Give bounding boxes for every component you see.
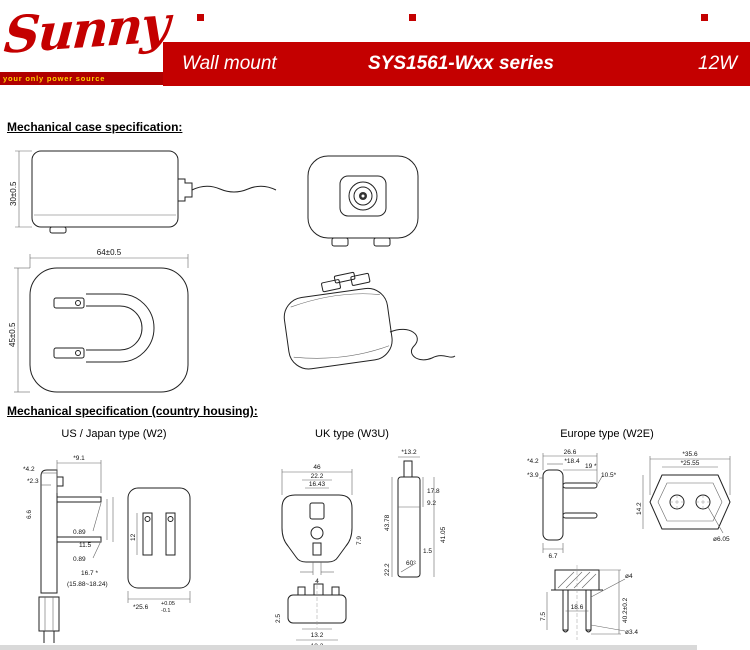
- dim-26-6: 26.6: [564, 449, 577, 456]
- case-bottom-view: 64±0.5 45±0.5: [8, 248, 189, 393]
- dim-height: 30±0.5: [10, 181, 18, 206]
- dim-2-5: 2.5: [275, 614, 282, 623]
- uk-side-view: [397, 460, 421, 578]
- dim-60deg: 60°: [406, 559, 416, 567]
- case-side-view: 30±0.5: [10, 150, 277, 234]
- red-mark: [409, 14, 416, 21]
- dim-6-7: 6.7: [548, 553, 557, 560]
- dim-46: 46: [313, 464, 321, 471]
- red-mark: [701, 14, 708, 21]
- dim-range: (15.88~18.24): [67, 581, 108, 588]
- perspective-body: [283, 271, 456, 370]
- eu-face-view: [649, 474, 731, 530]
- dim-12: 12: [130, 533, 137, 541]
- dim-7-5: 7.5: [540, 612, 547, 621]
- series-title: SYS1561-Wxx series: [368, 53, 554, 74]
- dim-3-9: *3.9: [527, 472, 539, 479]
- dim-22-2-side: 22.2: [384, 563, 391, 576]
- us-japan-drawing: *9.1 *4.2 *2.3 6.6 0.89 11.5 0.89 16.7 *…: [23, 455, 191, 643]
- dim-depth: 45±0.5: [8, 322, 17, 347]
- eu-bottom-view: [551, 565, 603, 640]
- eu-side-view: [542, 469, 598, 541]
- dim-7-9: 7.9: [356, 536, 363, 545]
- side-dim-30: 30±0.5: [10, 150, 32, 228]
- dim-4-2: *4.2: [23, 466, 35, 473]
- bottom-dim-64: 64±0.5: [29, 248, 189, 268]
- us-bottom-view: [38, 596, 60, 643]
- dim-10-5: 10.5*: [601, 472, 617, 479]
- dim-16-7: 16.7 *: [81, 570, 98, 577]
- dim-25-6-tol-plus: +0.05: [161, 601, 175, 607]
- dim-dia-4: ø4: [625, 573, 633, 580]
- eu-bottom-dims: 18.6 40.2±0.2 7.5 ø4 ø3.4: [540, 569, 638, 636]
- dim-width: 64±0.5: [97, 248, 122, 257]
- dim-9-1: *9.1: [73, 455, 85, 462]
- dim-25-6: *25.6: [133, 604, 149, 611]
- logo: Sunny your only power source: [0, 0, 170, 86]
- dim-16-43: 16.43: [309, 481, 326, 488]
- country-spec-title: Mechanical specification (country housin…: [7, 404, 258, 418]
- dim-dia-3-4: ø3.4: [625, 629, 638, 636]
- dim-43-78: 43.78: [384, 514, 391, 531]
- dim-25-6-tol-minus: -0.1: [161, 608, 170, 614]
- dim-13-2: *13.2: [401, 449, 417, 456]
- dim-22-2: 22.2: [311, 473, 324, 480]
- adapter-front-body: [307, 155, 419, 247]
- dim-18-6: 18.6: [571, 604, 584, 611]
- dim-35-6: *35.6: [682, 451, 698, 458]
- uk-side-dims: *13.2 17.8 9.2 43.78 22.2 41.05 1.5 60°: [384, 449, 447, 577]
- dim-40-2: 40.2±0.2: [622, 597, 629, 623]
- dim-6-6: 6.6: [26, 510, 33, 519]
- logo-text: Sunny: [2, 0, 171, 65]
- dim-17-8: 17.8: [427, 488, 440, 495]
- dim-2-3: *2.3: [27, 478, 39, 485]
- adapter-bottom-body: [29, 267, 189, 393]
- dim-0-89-bottom: 0.89: [73, 556, 86, 563]
- dim-25-55: *25.55: [681, 460, 700, 467]
- adapter-side-body: [31, 150, 277, 234]
- dim-13-2-bottom: 13.2: [311, 632, 324, 639]
- dim-41-05: 41.05: [440, 526, 447, 543]
- uk-drawing: 46 22.2 16.43 4 7.9 *13.2: [275, 449, 447, 650]
- eu-side-dims: 26.6 *4.2 *18.4 19 * *3.9 10.5* 6.7: [527, 449, 617, 560]
- uk-bottom-view: [287, 579, 347, 628]
- dim-6-05: ø6.05: [713, 536, 730, 543]
- dim-19: 19 *: [585, 463, 597, 470]
- dim-0-89-top: 0.89: [73, 529, 86, 536]
- power-rating: 12W: [698, 53, 738, 74]
- dim-11-5: 11.5: [79, 542, 92, 549]
- bottom-dim-45: 45±0.5: [8, 267, 30, 393]
- eu-face-dims: *35.6 *25.55 14.2 ø6.05: [636, 451, 731, 543]
- table-top-strip: [0, 645, 697, 650]
- us-dims: *9.1 *4.2 *2.3 6.6 0.89 11.5 0.89 16.7 *…: [23, 455, 114, 588]
- eu-type-label: Europe type (W2E): [560, 428, 654, 440]
- case-perspective-view: [283, 271, 456, 370]
- uk-type-label: UK type (W3U): [315, 428, 389, 440]
- case-spec-title: Mechanical case specification:: [7, 120, 183, 134]
- dim-1-5: 1.5: [423, 548, 432, 555]
- red-mark: [197, 14, 204, 21]
- product-type: Wall mount: [182, 53, 277, 74]
- dim-9-2: 9.2: [427, 500, 436, 507]
- europe-drawing: 26.6 *4.2 *18.4 19 * *3.9 10.5* 6.7: [527, 449, 731, 640]
- us-type-label: US / Japan type (W2): [61, 428, 167, 440]
- logo-tagline: your only power source: [0, 72, 163, 85]
- dim-14-2: 14.2: [636, 502, 643, 515]
- dim-4-2-eu: *4.2: [527, 458, 539, 465]
- dc-jack: [348, 181, 378, 211]
- case-front-view: [307, 155, 419, 247]
- uk-face-dims: 46 22.2 16.43: [281, 464, 353, 495]
- us-front-view: 12 *25.6 +0.05 -0.1: [127, 487, 191, 614]
- uk-face-view: [281, 494, 353, 563]
- dim-18-4: *18.4: [564, 458, 580, 465]
- uk-face-lower-dims: 4 7.9: [300, 536, 363, 585]
